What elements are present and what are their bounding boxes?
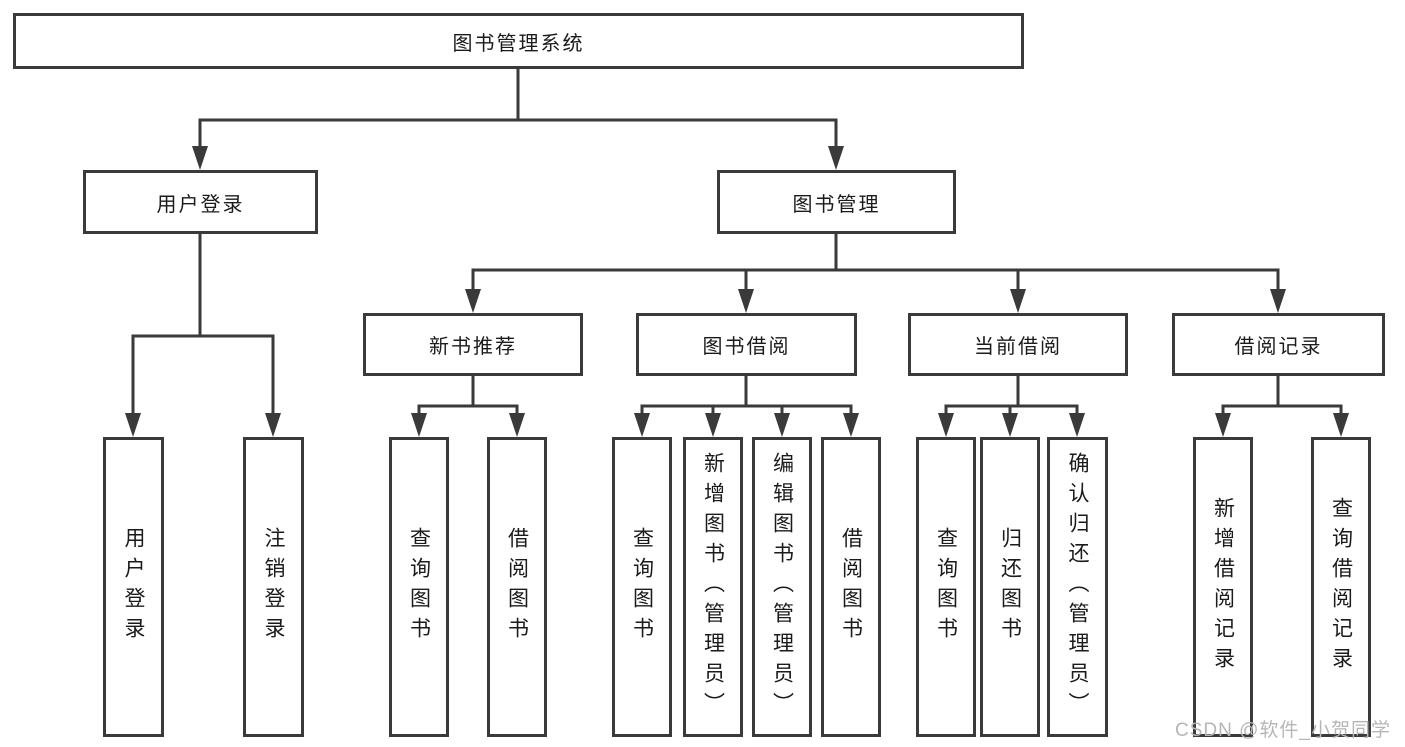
- leaf-confirm-return-admin: 确认归还（管理员）: [1047, 437, 1108, 737]
- leaf-return-books: 归还图书: [980, 437, 1040, 737]
- csdn-watermark: CSDN @软件_小贺同学: [1175, 720, 1391, 741]
- leaf-user-login: 用户登录: [103, 437, 164, 737]
- leaf-borrow-books-recommend: 借阅图书: [487, 437, 547, 737]
- leaf-logout: 注销登录: [243, 437, 304, 737]
- node-book-management: 图书管理: [717, 170, 956, 234]
- node-root-library-management-system: 图书管理系统: [13, 13, 1024, 69]
- node-book-borrowing: 图书借阅: [636, 313, 857, 376]
- leaf-edit-books-admin: 编辑图书（管理员）: [752, 437, 812, 737]
- node-new-book-recommendation: 新书推荐: [363, 313, 583, 376]
- node-user-login: 用户登录: [83, 170, 318, 234]
- leaf-query-books-recommend: 查询图书: [389, 437, 449, 737]
- node-current-borrowing: 当前借阅: [908, 313, 1128, 376]
- node-borrowing-records: 借阅记录: [1172, 313, 1385, 376]
- leaf-add-borrow-record: 新增借阅记录: [1193, 437, 1253, 737]
- leaf-query-books-borrowing: 查询图书: [612, 437, 672, 737]
- leaf-query-borrow-record: 查询借阅记录: [1311, 437, 1371, 737]
- leaf-query-books-current: 查询图书: [916, 437, 976, 737]
- leaf-borrow-books-borrowing: 借阅图书: [821, 437, 881, 737]
- leaf-add-books-admin: 新增图书（管理员）: [683, 437, 743, 737]
